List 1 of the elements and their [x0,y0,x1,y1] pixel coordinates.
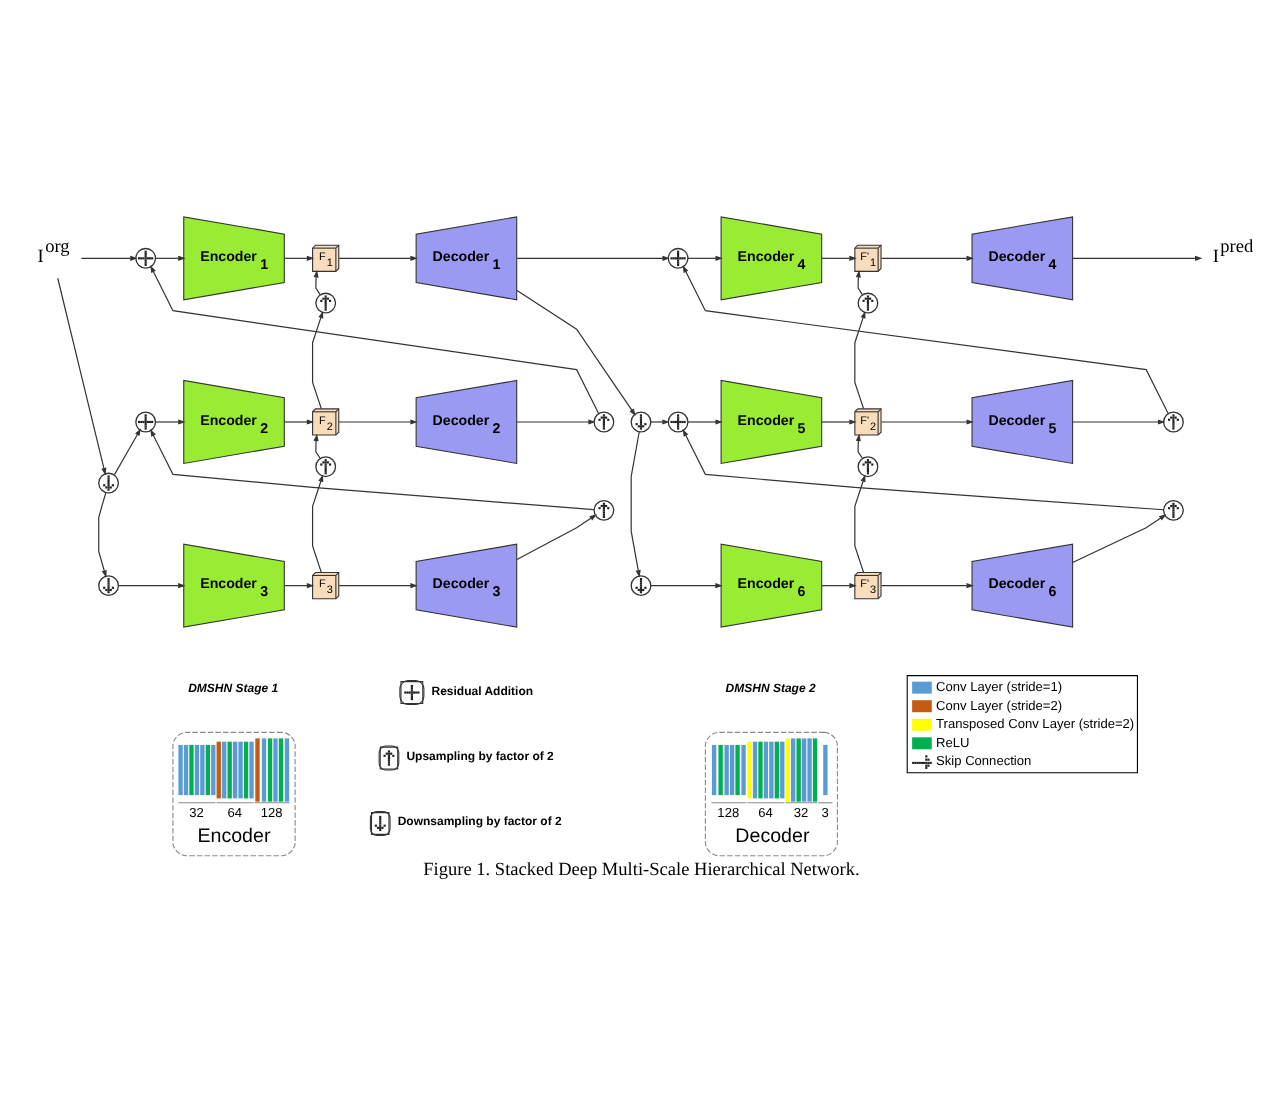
caption: Figure 1. Stacked Deep Multi-Scale Hierarchical Network. [422,859,859,880]
